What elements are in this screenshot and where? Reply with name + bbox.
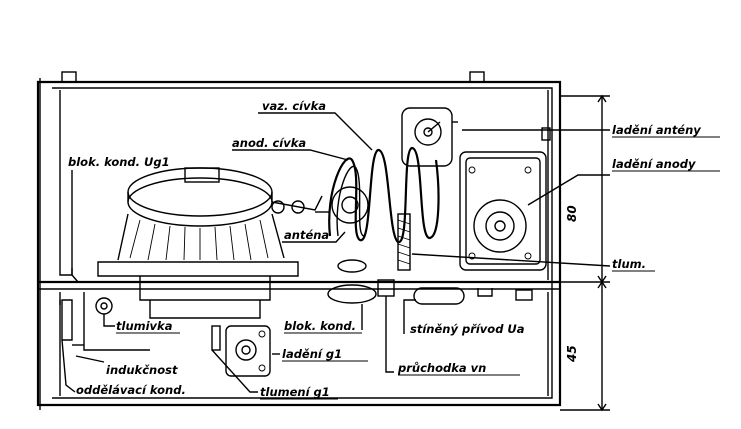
dimension-upper: 80 (565, 205, 579, 222)
label-oddelavaci-kond: oddělávací kond. (76, 383, 186, 397)
label-ladeni-g1: ladění g1 (282, 347, 342, 361)
label-pruchodka: průchodka vn (397, 361, 486, 375)
tube-assembly (97, 167, 323, 319)
label-ladeni-anteny: ladění antény (612, 123, 701, 137)
label-tlum: tlum. (612, 257, 646, 271)
anode-tuning-unit (459, 151, 547, 271)
dimension-lines (560, 94, 610, 412)
dimension-lower: 45 (565, 345, 579, 363)
damper-resistor (397, 213, 411, 271)
antenna-tuning-unit (401, 107, 458, 167)
label-tlumivka: tlumivka (116, 319, 173, 333)
label-vaz-civka: vaz. cívka (262, 99, 326, 113)
label-antena: anténa (284, 228, 329, 242)
label-indukcnost: indukčnost (106, 363, 178, 377)
label-ladeni-anody: ladění anody (612, 157, 696, 171)
label-tlumeni-g1: tlumení g1 (260, 385, 330, 399)
lower-components (61, 259, 465, 377)
label-blok-kond: blok. kond. (284, 319, 356, 333)
label-blok-kond-ug1: blok. kond. Ug1 (68, 155, 170, 169)
label-anod-civka: anod. cívka (232, 136, 306, 150)
label-underlines (116, 112, 720, 400)
chassis-outline (36, 71, 562, 410)
anode-coil (315, 146, 440, 244)
label-stineny-privod: stíněný přívod Ua (410, 322, 525, 336)
